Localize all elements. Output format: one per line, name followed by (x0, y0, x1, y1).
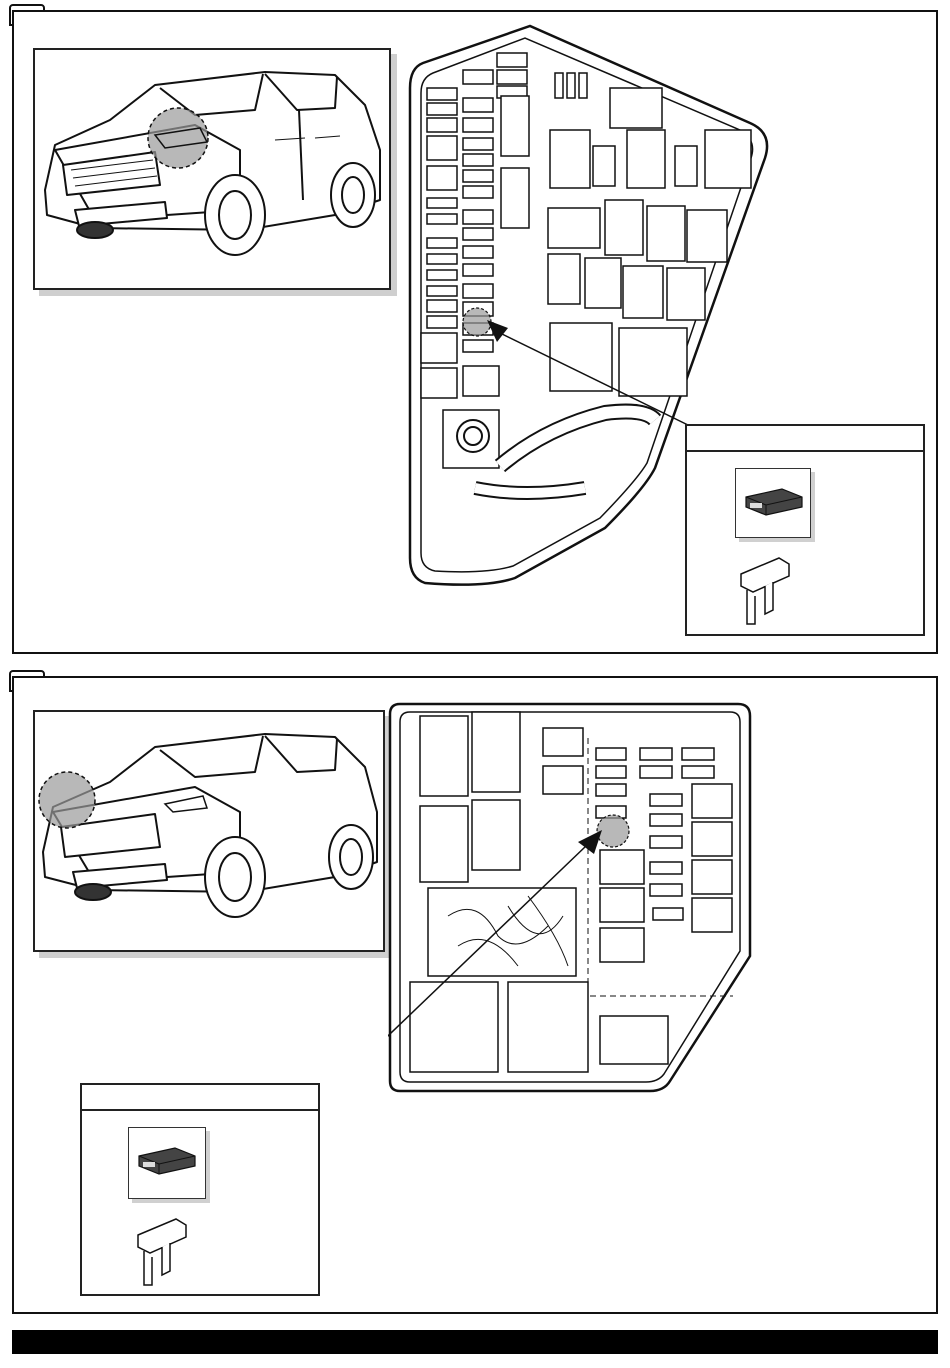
highlight-circle (39, 772, 95, 828)
car-illustration (35, 50, 389, 288)
blade-fuse-icon (132, 1215, 192, 1289)
fuse-location-marker (463, 308, 491, 336)
legend-header (82, 1085, 318, 1111)
step-2-car-view (33, 710, 385, 952)
step-1-legend (685, 424, 925, 636)
fuse-location-marker (597, 815, 629, 847)
car-illustration (35, 712, 383, 950)
legend-module-box (128, 1127, 206, 1199)
step-2-legend (80, 1083, 320, 1296)
legend-header (687, 426, 923, 452)
legend-module-box (735, 468, 811, 538)
step-2-fuse-box (388, 696, 758, 1096)
blade-fuse-icon (735, 554, 795, 628)
footer-bar (12, 1330, 938, 1354)
step-1-car-view (33, 48, 391, 290)
control-module-icon (742, 485, 806, 521)
control-module-icon (135, 1144, 199, 1180)
